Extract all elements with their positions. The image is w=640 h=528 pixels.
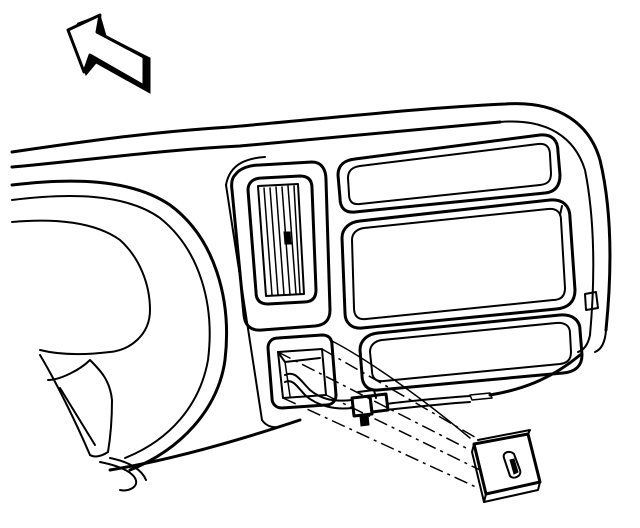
electrical-connector — [350, 389, 390, 427]
direction-arrow — [66, 13, 151, 94]
instrument-panel — [10, 102, 612, 472]
switch-opening — [266, 333, 338, 410]
radio-opening-upper — [336, 133, 562, 214]
radio-opening-lower — [358, 313, 584, 401]
center-stack — [225, 156, 332, 429]
radio-opening-middle — [340, 198, 577, 330]
air-vent — [246, 174, 318, 306]
cluster-bezel — [10, 179, 229, 492]
switch-module — [471, 429, 542, 503]
installation-guide-lines — [277, 339, 481, 489]
